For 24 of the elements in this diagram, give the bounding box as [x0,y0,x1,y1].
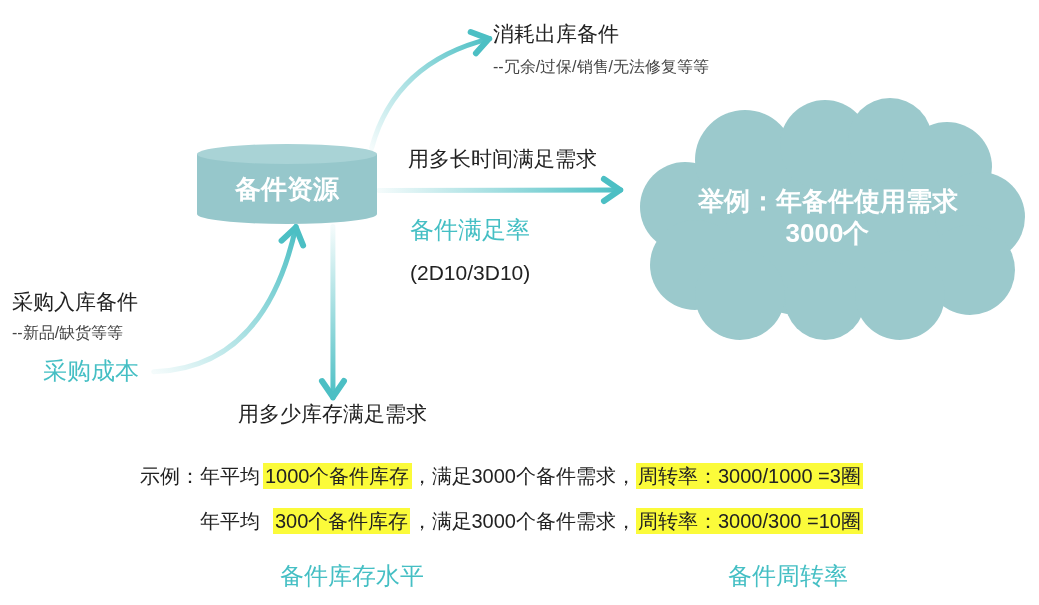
node-heading: 采购入库备件 [12,289,138,315]
metric-label: 备件库存水平 [280,561,424,591]
node-text: 举例：年备件使用需求3000个 [696,185,959,249]
highlighted-text: 1000个备件库存 [263,463,412,489]
metric-label: 备件周转率 [728,561,848,591]
highlighted-text: 周转率：3000/1000 =3圈 [636,463,863,489]
node-text: 用多少库存满足需求 [238,400,433,428]
sentence-text: ，满足3000个备件需求， [411,509,636,534]
arrow [376,176,624,205]
note-text: (2D10/3D10) [410,260,531,286]
node-note: --冗余/过保/销售/无法修复等等 [493,57,709,77]
node-text: 备件资源 [235,173,339,205]
highlighted-text: 300个备件库存 [273,508,411,534]
arrow [151,223,306,375]
sentence-text: ，满足3000个备件需求， [411,464,636,489]
node-heading: 消耗出库备件 [493,21,619,47]
sentence-text: 示例：年平均 [140,464,260,489]
metric-label: 采购成本 [43,356,139,386]
sentence-text: 年平均 [200,509,260,534]
node-note: --新品/缺货等等 [12,323,124,343]
highlighted-text: 周转率：3000/300 =10圈 [636,508,863,534]
arrow [369,29,493,151]
metric-label: 备件满足率 [410,215,530,245]
arrow [318,223,347,401]
